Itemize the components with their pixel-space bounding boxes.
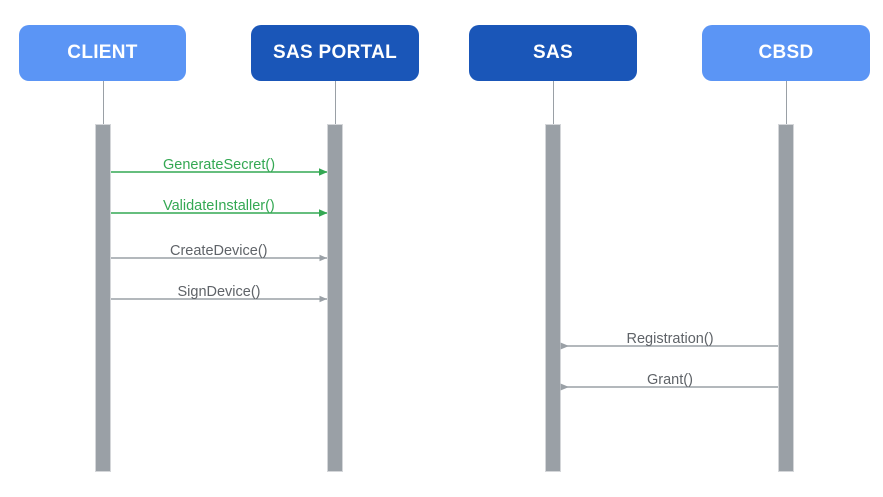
message-label-m5: Registration(): [626, 331, 714, 347]
participant-box-cbsd[interactable]: CBSD: [702, 25, 870, 81]
message-label-m3: CreateDevice(): [170, 243, 268, 259]
message-label-m2: ValidateInstaller(): [163, 198, 275, 214]
participant-label: SAS PORTAL: [272, 42, 398, 63]
participant-box-sas_portal[interactable]: SAS PORTAL: [251, 25, 419, 81]
participant-label: CLIENT: [67, 42, 138, 63]
activation-bar-cbsd: [778, 124, 794, 472]
participant-label: SAS: [533, 42, 573, 63]
lifeline-client: [103, 81, 104, 124]
participant-box-sas[interactable]: SAS: [469, 25, 637, 81]
lifeline-cbsd: [786, 81, 787, 124]
lifeline-sas_portal: [335, 81, 336, 124]
activation-bar-sas_portal: [327, 124, 343, 472]
message-label-m1: GenerateSecret(): [163, 157, 276, 173]
participant-label: CBSD: [758, 42, 814, 63]
activation-bar-sas: [545, 124, 561, 472]
lifeline-sas: [553, 81, 554, 124]
participant-box-client[interactable]: CLIENT: [19, 25, 186, 81]
activation-bar-client: [95, 124, 111, 472]
message-label-m4: SignDevice(): [177, 284, 261, 300]
message-label-m6: Grant(): [647, 372, 693, 388]
